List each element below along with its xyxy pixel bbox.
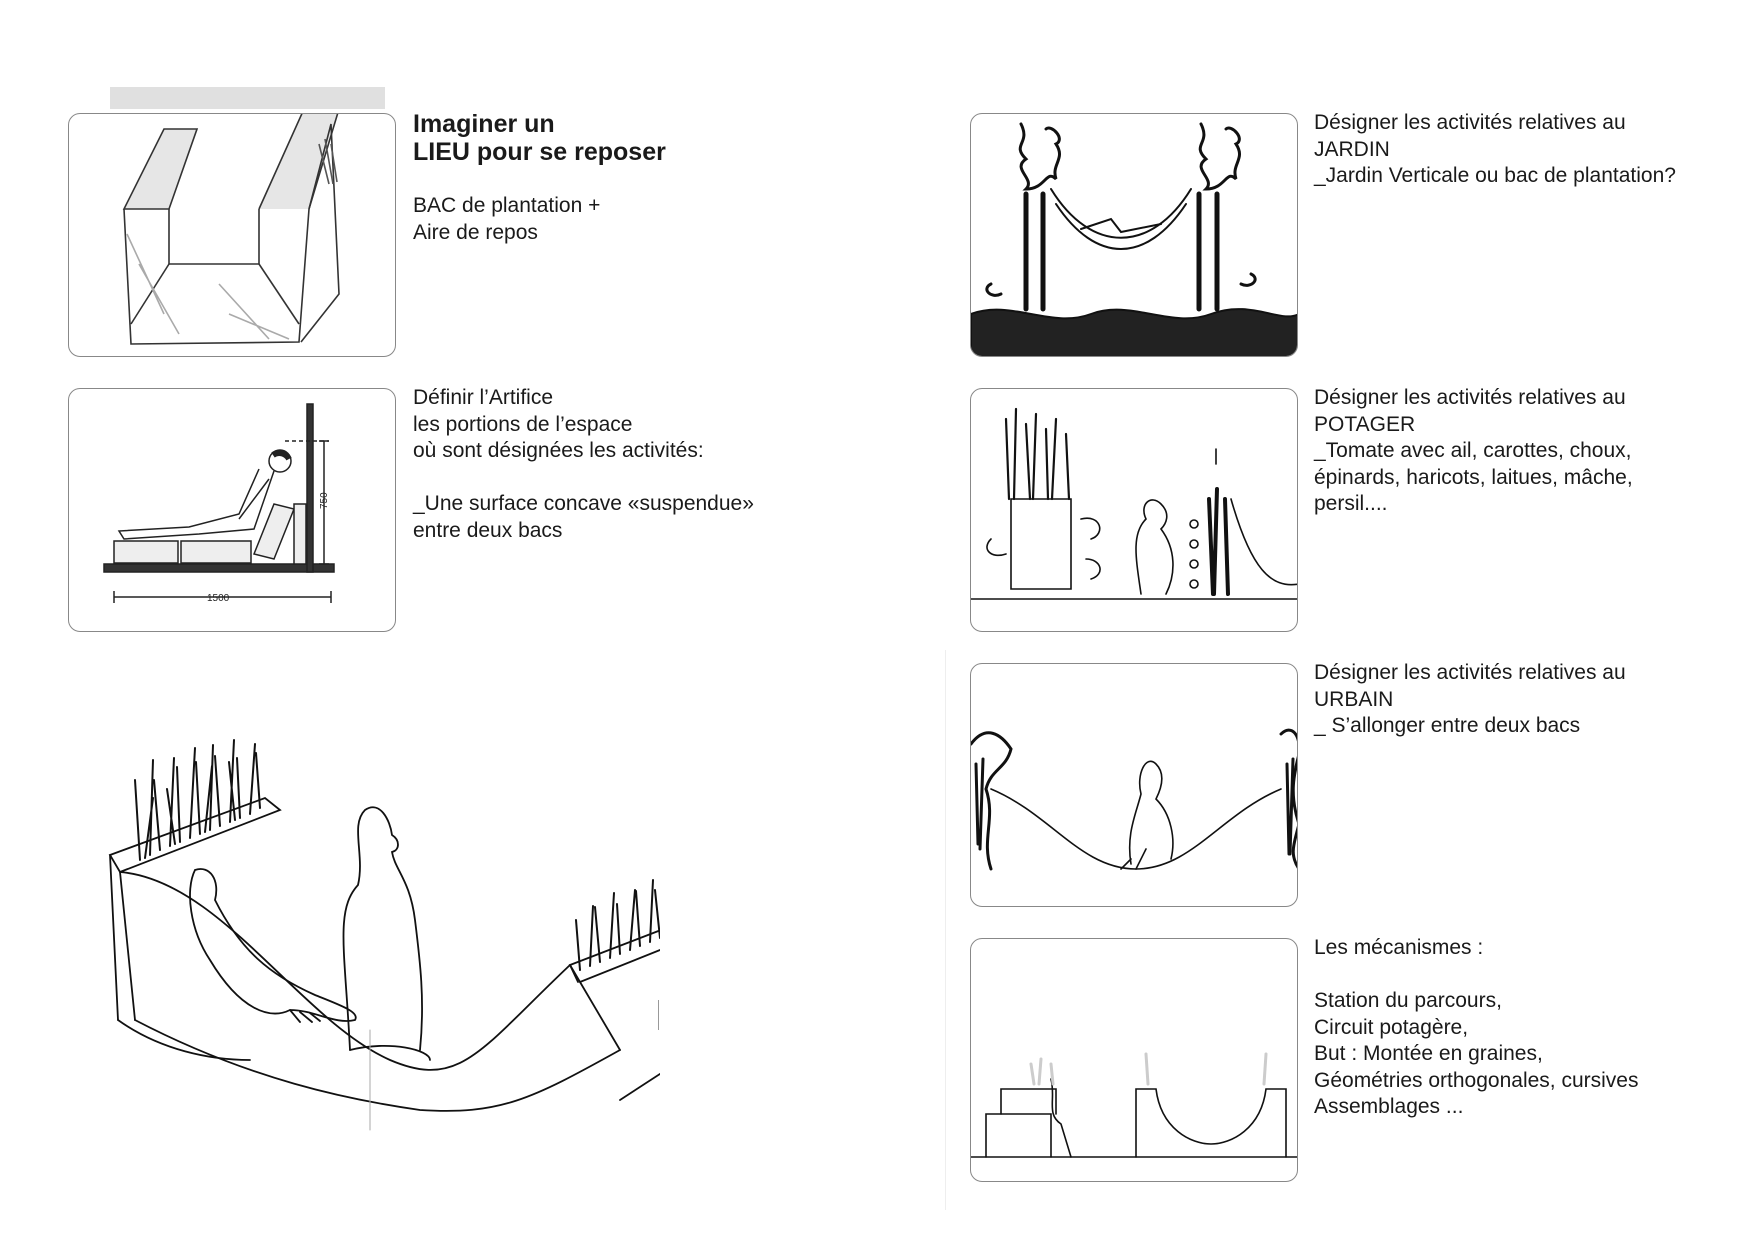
sketch-frame-potager [970,388,1298,632]
dimension-height: 750 [319,492,330,509]
sketch-hammock-trees [971,122,1297,356]
page-gutter [945,650,946,1210]
sketch-reclining-figure: 750 1500 [103,403,335,604]
sketch-lying-between-planters [971,728,1297,871]
sketch-frame-artifice: 750 1500 [68,388,396,632]
rest-body: BAC de plantation + Aire de repos [413,194,601,244]
potager-body: Désigner les activités relatives au POTA… [1314,386,1633,515]
sketch-vegetable-garden [971,407,1297,600]
sketch-mechanisms [971,1052,1297,1158]
urbain-body: Désigner les activités relatives au URBA… [1314,661,1626,737]
sketch-bac-planter [122,114,340,345]
sketch-frame-mecanismes [970,938,1298,1182]
rest-title: Imaginer un LIEU pour se reposer [413,110,666,166]
dimension-width: 1500 [207,593,230,604]
sketch-concave-bench [108,739,660,1131]
crop-mark [658,1000,659,1030]
mecanismes-body: Les mécanismes : Station du parcours, Ci… [1314,936,1639,1118]
sketch-frame-bac [68,113,396,357]
artifice-body: Définir l’Artifice les portions de l’esp… [413,386,754,542]
jardin-body: Désigner les activités relatives au JARD… [1314,111,1676,187]
grey-header-strip [110,87,385,109]
sketch-frame-jardin [970,113,1298,357]
sketch-frame-urbain [970,663,1298,907]
